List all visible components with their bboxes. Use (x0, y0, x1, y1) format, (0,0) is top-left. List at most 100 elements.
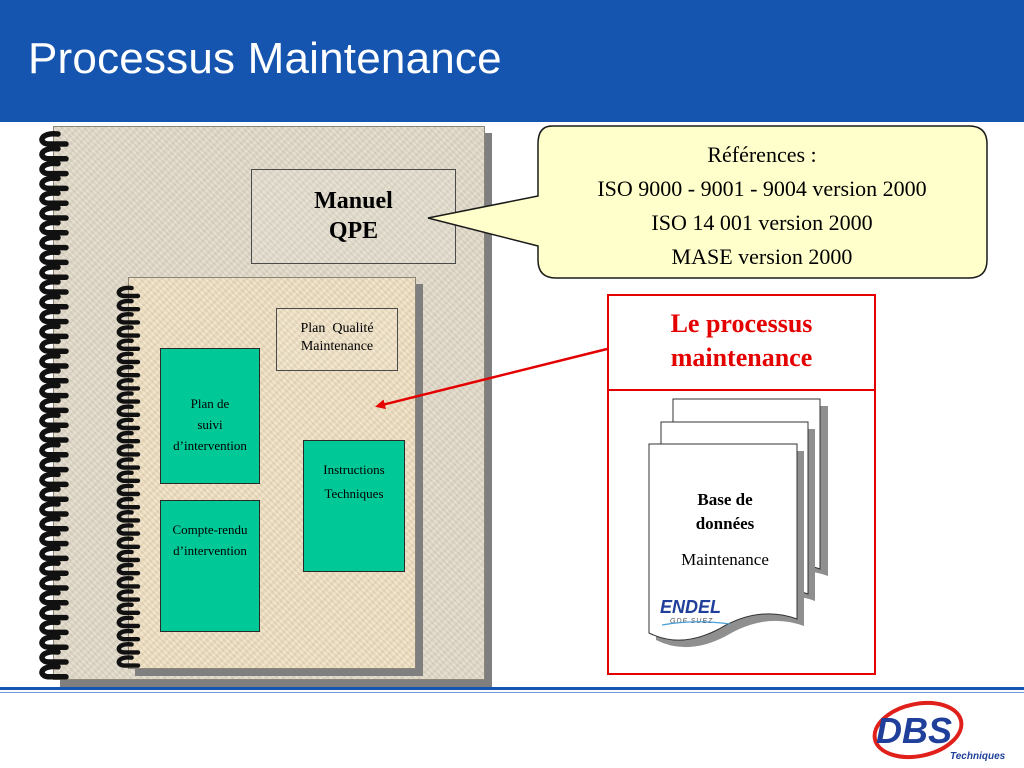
reference-item: ISO 9000 - 9001 - 9004 version 2000 (597, 176, 927, 201)
plan-qualite-line2: Maintenance (300, 339, 374, 354)
spiral-ring (39, 308, 69, 325)
dbs-logo-swoosh (872, 700, 964, 760)
spiral-ring (39, 649, 69, 665)
spiral-ring (39, 293, 69, 310)
dbs-logo-wordmark: DBS (876, 710, 952, 751)
spiral-ring (116, 576, 141, 589)
spiral-ring (116, 338, 141, 351)
spiral-ring (116, 628, 141, 642)
spiral-ring (39, 338, 69, 354)
spiral-ring (39, 545, 69, 562)
spiral-ring (39, 397, 69, 414)
slide-title: Processus Maintenance (28, 34, 502, 83)
spiral-ring (39, 205, 69, 221)
spiral-ring (39, 530, 69, 547)
spiral-ring (39, 663, 69, 680)
spiral-ring (116, 655, 141, 668)
process-divider (607, 389, 876, 391)
spiral-ring (116, 589, 141, 602)
spiral-ring (39, 145, 69, 162)
spiral-ring (116, 615, 141, 629)
spiral-ring (39, 589, 69, 606)
spiral-ring (116, 417, 141, 431)
process-title: Le processus maintenance (607, 307, 876, 375)
reference-item: MASE version 2000 (671, 244, 853, 269)
process-title-line2: maintenance (670, 343, 813, 372)
plan-suivi-box: Plan de suivi d’intervention (160, 348, 260, 484)
spiral-ring (39, 367, 69, 384)
spiral-ring (116, 536, 141, 549)
spiral-ring (116, 510, 141, 523)
database-label: Base de données Maintenance (650, 488, 800, 572)
instructions-box: Instructions Techniques (303, 440, 405, 572)
spiral-ring (116, 470, 141, 483)
compte-rendu-line2: d’intervention (173, 543, 247, 558)
spiral-ring (39, 219, 69, 236)
dbs-logo-subtext: Techniques (950, 751, 1006, 762)
manual-label-line1: Manuel (314, 188, 393, 214)
plan-suivi-line1: Plan de (190, 396, 230, 411)
references-heading: Références : (707, 142, 817, 167)
spiral-ring (39, 456, 69, 473)
process-title-line1: Le processus (670, 309, 813, 338)
inner-notebook-spiral-binding (116, 285, 141, 668)
spiral-ring (39, 441, 69, 458)
spiral-ring (116, 444, 141, 457)
spiral-ring (39, 427, 69, 443)
spiral-ring (39, 515, 69, 532)
spiral-ring (39, 634, 69, 650)
spiral-ring (39, 575, 69, 591)
manual-qpe-box: Manuel QPE (251, 169, 456, 264)
dbs-techniques-logo: DBS Techniques (872, 700, 1006, 762)
instructions-line1: Instructions (323, 462, 385, 477)
spiral-ring (39, 382, 69, 399)
database-line2: données (695, 514, 755, 533)
spiral-ring (116, 523, 141, 536)
spiral-ring (116, 602, 141, 615)
spiral-ring (39, 131, 69, 147)
spiral-ring (116, 298, 141, 312)
spiral-ring (116, 364, 141, 378)
reference-item: ISO 14 001 version 2000 (651, 210, 873, 235)
instructions-line2: Techniques (324, 486, 384, 501)
spiral-ring (39, 264, 69, 280)
footer-rule-thin (0, 692, 1024, 693)
spiral-ring (116, 483, 141, 497)
spiral-ring (116, 404, 141, 417)
spiral-ring (116, 325, 141, 338)
references-text: Références : ISO 9000 - 9001 - 9004 vers… (540, 138, 984, 274)
plan-qualite-box: Plan Qualité Maintenance (276, 308, 398, 371)
spiral-ring (39, 175, 69, 192)
spiral-ring (116, 378, 141, 391)
database-line3: Maintenance (681, 550, 769, 569)
spiral-ring (39, 234, 69, 251)
spiral-ring (39, 323, 69, 340)
footer-rule (0, 687, 1024, 690)
compte-rendu-box: Compte-rendu d’intervention (160, 500, 260, 632)
spiral-ring (39, 190, 69, 206)
plan-suivi-line3: d’intervention (173, 438, 247, 453)
spiral-ring (39, 279, 69, 295)
title-bar: Processus Maintenance (0, 0, 1024, 122)
spiral-ring (39, 160, 69, 177)
spiral-ring (39, 249, 69, 266)
spiral-ring (39, 353, 69, 369)
spiral-ring (116, 549, 141, 563)
spiral-ring (116, 642, 141, 655)
spiral-ring (116, 457, 141, 470)
notebook-spiral-binding (39, 131, 69, 680)
spiral-ring (39, 619, 69, 636)
spiral-ring (116, 391, 141, 404)
spiral-ring (116, 562, 141, 576)
database-line1: Base de (697, 490, 753, 509)
spiral-ring (39, 501, 69, 517)
spiral-ring (39, 471, 69, 488)
spiral-ring (116, 351, 141, 365)
spiral-ring (116, 430, 141, 444)
spiral-ring (116, 312, 141, 325)
spiral-ring (39, 486, 69, 502)
spiral-ring (39, 412, 69, 428)
endel-logo-wordmark: ENDEL (660, 597, 721, 617)
spiral-ring (39, 604, 69, 621)
endel-logo: ENDEL GDF SUEZ (660, 597, 731, 626)
